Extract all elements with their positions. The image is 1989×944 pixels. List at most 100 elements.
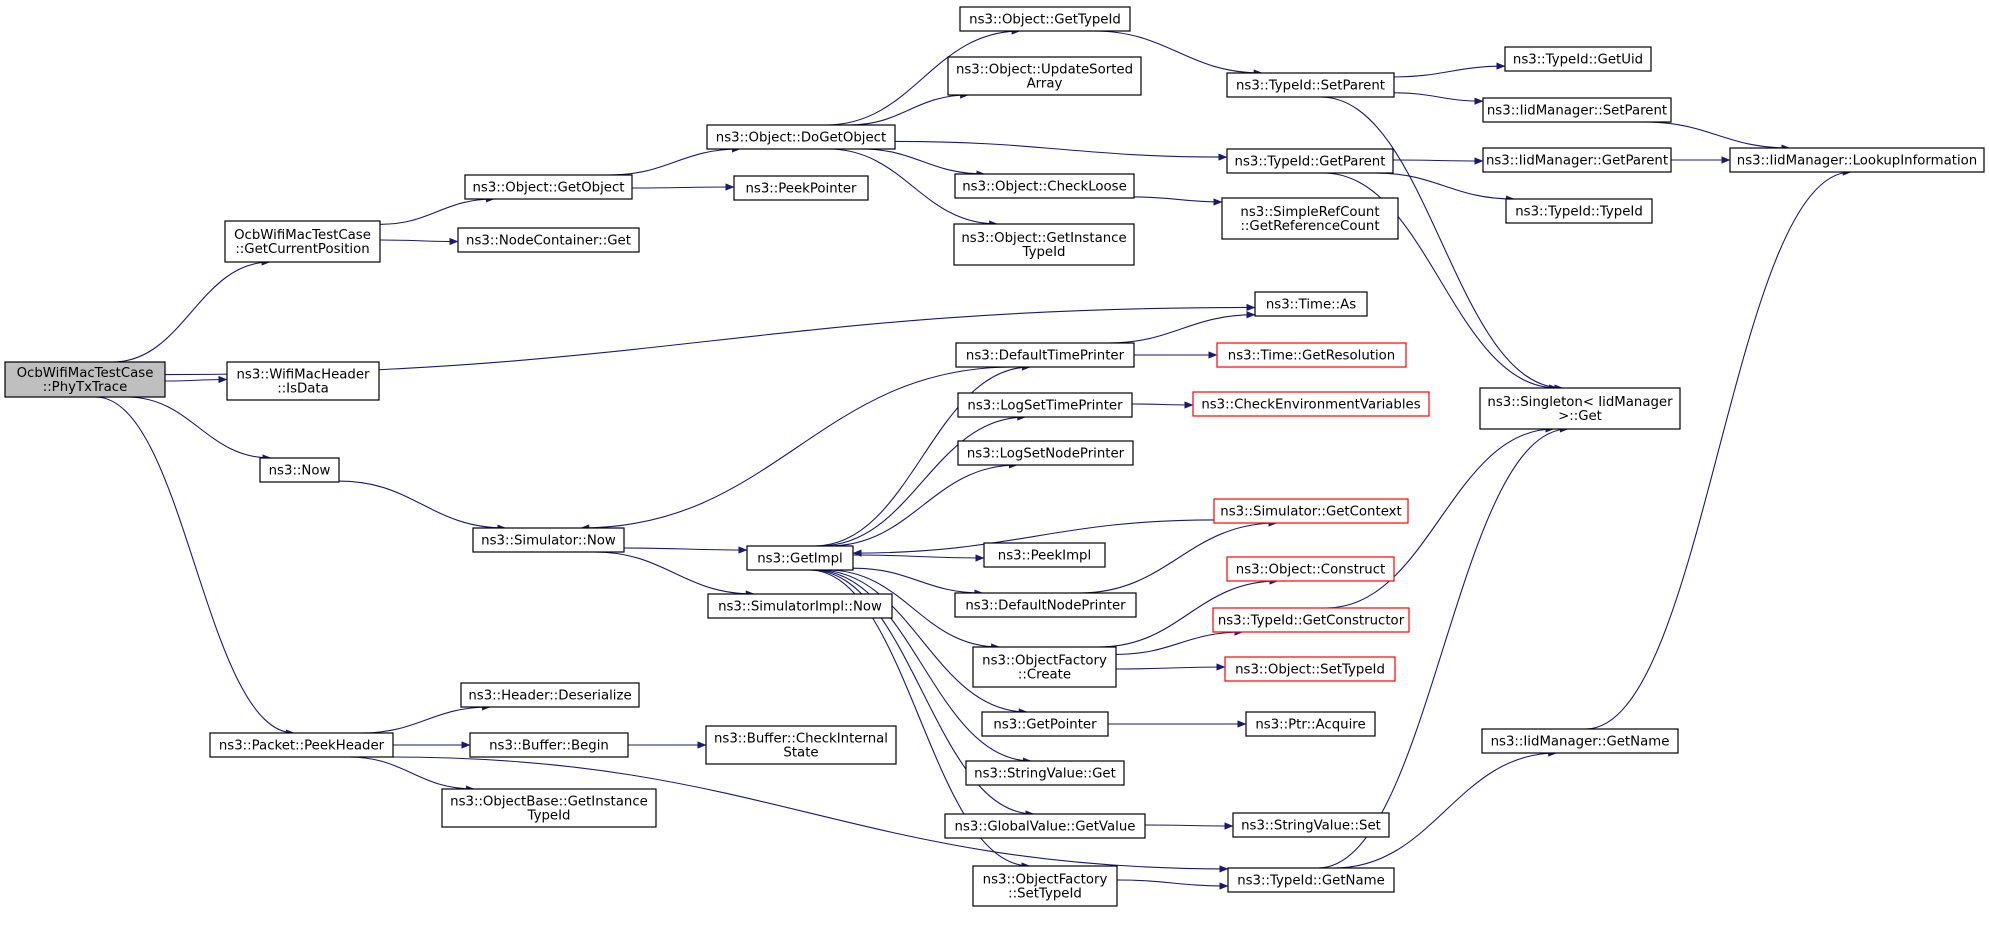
node-label: ns3::Buffer::Begin <box>489 739 609 754</box>
node-nodecontainer-get[interactable]: ns3::NodeContainer::Get <box>457 227 640 253</box>
node-iid-setparent[interactable]: ns3::IidManager::SetParent <box>1482 97 1672 123</box>
node-label: ns3::TypeId::GetParent <box>1235 155 1386 170</box>
edge-sim-now-to-getimpl <box>623 546 748 554</box>
node-sim-getcontext[interactable]: ns3::Simulator::GetContext <box>1213 498 1409 524</box>
node-dogetobject[interactable]: ns3::Object::DoGetObject <box>706 124 896 150</box>
node-box <box>983 542 1106 568</box>
node-tid-setparent[interactable]: ns3::TypeId::SetParent <box>1226 72 1395 98</box>
node-globalvalue-getvalue[interactable]: ns3::GlobalValue::GetValue <box>944 813 1146 839</box>
node-buffer-begin[interactable]: ns3::Buffer::Begin <box>469 732 629 758</box>
node-box <box>457 227 640 253</box>
node-header-deser[interactable]: ns3::Header::Deserialize <box>460 682 640 708</box>
node-time-as[interactable]: ns3::Time::As <box>1254 291 1368 317</box>
node-label: ns3::Simulator::GetContext <box>1220 505 1401 520</box>
edge-peekheader-to-header-deser <box>361 703 491 734</box>
node-box <box>706 124 896 150</box>
node-box <box>1479 387 1681 430</box>
node-getobject[interactable]: ns3::Object::GetObject <box>464 174 633 200</box>
node-box <box>1232 812 1390 838</box>
node-iid-getparent[interactable]: ns3::IidManager::GetParent <box>1482 147 1672 173</box>
node-label: ns3::IidManager::SetParent <box>1487 104 1667 119</box>
node-obj-gettypeid[interactable]: ns3::Object::GetTypeId <box>959 6 1131 32</box>
node-getpointer[interactable]: ns3::GetPointer <box>981 711 1109 737</box>
node-peekimpl[interactable]: ns3::PeekImpl <box>983 542 1106 568</box>
node-tid-getparent[interactable]: ns3::TypeId::GetParent <box>1226 148 1394 174</box>
node-peekheader[interactable]: ns3::Packet::PeekHeader <box>209 732 394 758</box>
node-objfactory-settypeid[interactable]: ns3::ObjectFactory::SetTypeId <box>972 865 1118 907</box>
node-iid-lookupinfo[interactable]: ns3::IidManager::LookupInformation <box>1729 147 1985 173</box>
node-time-getresolution[interactable]: ns3::Time::GetResolution <box>1216 342 1407 368</box>
edge-objfactory-settypeid-to-tid-getname <box>1116 879 1229 890</box>
node-singleton-get[interactable]: ns3::Singleton< IidManager>::Get <box>1479 387 1681 430</box>
edges-layer <box>95 27 1852 890</box>
edge-root-to-getcurpos <box>112 258 271 363</box>
node-box <box>464 174 633 200</box>
edge-iid-getname-to-iid-lookupinfo <box>1585 168 1852 730</box>
node-ptr-acquire[interactable]: ns3::Ptr::Acquire <box>1245 711 1376 737</box>
node-tid-typeid[interactable]: ns3::TypeId::TypeId <box>1505 198 1653 224</box>
edge-getimpl-to-objfactory-settypeid <box>808 569 1031 870</box>
node-box <box>707 593 893 619</box>
node-label: ns3::Object::SetTypeId <box>1235 663 1385 678</box>
node-label: ns3::WifiMacHeader <box>236 368 370 383</box>
node-box <box>981 711 1109 737</box>
node-tid-getconstructor[interactable]: ns3::TypeId::GetConstructor <box>1212 607 1410 633</box>
node-logsetnodeprinter[interactable]: ns3::LogSetNodePrinter <box>957 440 1134 466</box>
edge-defaulttimeprinter-to-time-as <box>1107 311 1256 344</box>
node-box <box>224 220 381 263</box>
edge-objfactory-create-to-obj-construct <box>1098 577 1279 648</box>
node-box <box>953 223 1135 266</box>
node-objfactory-create[interactable]: ns3::ObjectFactory::Create <box>972 646 1117 688</box>
edge-getcurpos-to-getobject <box>379 195 495 225</box>
node-box <box>965 760 1125 786</box>
node-obj-construct[interactable]: ns3::Object::Construct <box>1226 556 1395 582</box>
node-label: ns3::IidManager::GetParent <box>1486 154 1668 169</box>
node-simplerefcount[interactable]: ns3::SimpleRefCount::GetReferenceCount <box>1221 197 1399 240</box>
edge-getimpl-to-peekimpl <box>852 554 985 562</box>
node-label: ns3::Singleton< IidManager <box>1487 395 1673 410</box>
node-defaulttimeprinter[interactable]: ns3::DefaultTimePrinter <box>955 342 1135 368</box>
node-isdata[interactable]: ns3::WifiMacHeader::IsData <box>226 361 380 401</box>
node-tid-getuid[interactable]: ns3::TypeId::GetUid <box>1504 46 1652 72</box>
node-obj-checkloose[interactable]: ns3::Object::CheckLoose <box>954 173 1135 199</box>
node-checkenv[interactable]: ns3::CheckEnvironmentVariables <box>1192 391 1430 417</box>
node-sim-now[interactable]: ns3::Simulator::Now <box>472 527 625 553</box>
node-defaultnodeprinter[interactable]: ns3::DefaultNodePrinter <box>954 592 1137 618</box>
node-box <box>955 342 1135 368</box>
node-simimpl-now[interactable]: ns3::SimulatorImpl::Now <box>707 593 893 619</box>
node-logsettimeprinter[interactable]: ns3::LogSetTimePrinter <box>957 392 1133 418</box>
node-getcurpos[interactable]: OcbWifiMacTestCase::GetCurrentPosition <box>224 220 381 263</box>
node-root[interactable]: OcbWifiMacTestCase::PhyTxTrace <box>4 361 166 398</box>
node-label: ns3::CheckEnvironmentVariables <box>1201 398 1420 413</box>
edge-getimpl-to-globalvalue-getvalue <box>810 569 1035 818</box>
nodes-layer: OcbWifiMacTestCase::PhyTxTrace OcbWifiMac… <box>4 6 1985 907</box>
node-label: ns3::Header::Deserialize <box>468 689 631 704</box>
node-tid-getname[interactable]: ns3::TypeId::GetName <box>1227 867 1395 893</box>
edge-objfactory-create-to-obj-settypeid <box>1115 663 1226 671</box>
node-box <box>1505 198 1653 224</box>
edge-sim-getcontext-to-getimpl <box>852 519 1215 557</box>
node-box <box>733 175 869 201</box>
edge-dogetobject-to-obj-gettypeid <box>825 27 1021 126</box>
edge-defaulttimeprinter-to-sim-now <box>580 366 1013 532</box>
node-stringvalue-set[interactable]: ns3::StringValue::Set <box>1232 812 1390 838</box>
node-box <box>1226 148 1394 174</box>
node-obj-settypeid[interactable]: ns3::Object::SetTypeId <box>1224 656 1396 682</box>
node-label: ns3::ObjectFactory <box>983 873 1108 888</box>
edge-sim-now-to-simimpl-now <box>594 551 755 598</box>
node-peekpointer[interactable]: ns3::PeekPointer <box>733 175 869 201</box>
edge-root-to-peekheader <box>95 396 295 737</box>
node-now[interactable]: ns3::Now <box>259 457 340 483</box>
node-box <box>1504 46 1652 72</box>
node-label: ns3::ObjectFactory <box>982 654 1107 669</box>
edge-globalvalue-getvalue-to-stringvalue-set <box>1144 822 1234 830</box>
node-iid-getname[interactable]: ns3::IidManager::GetName <box>1481 728 1679 754</box>
node-box <box>1729 147 1985 173</box>
node-getimpl[interactable]: ns3::GetImpl <box>746 545 854 571</box>
node-stringvalue-get[interactable]: ns3::StringValue::Get <box>965 760 1125 786</box>
